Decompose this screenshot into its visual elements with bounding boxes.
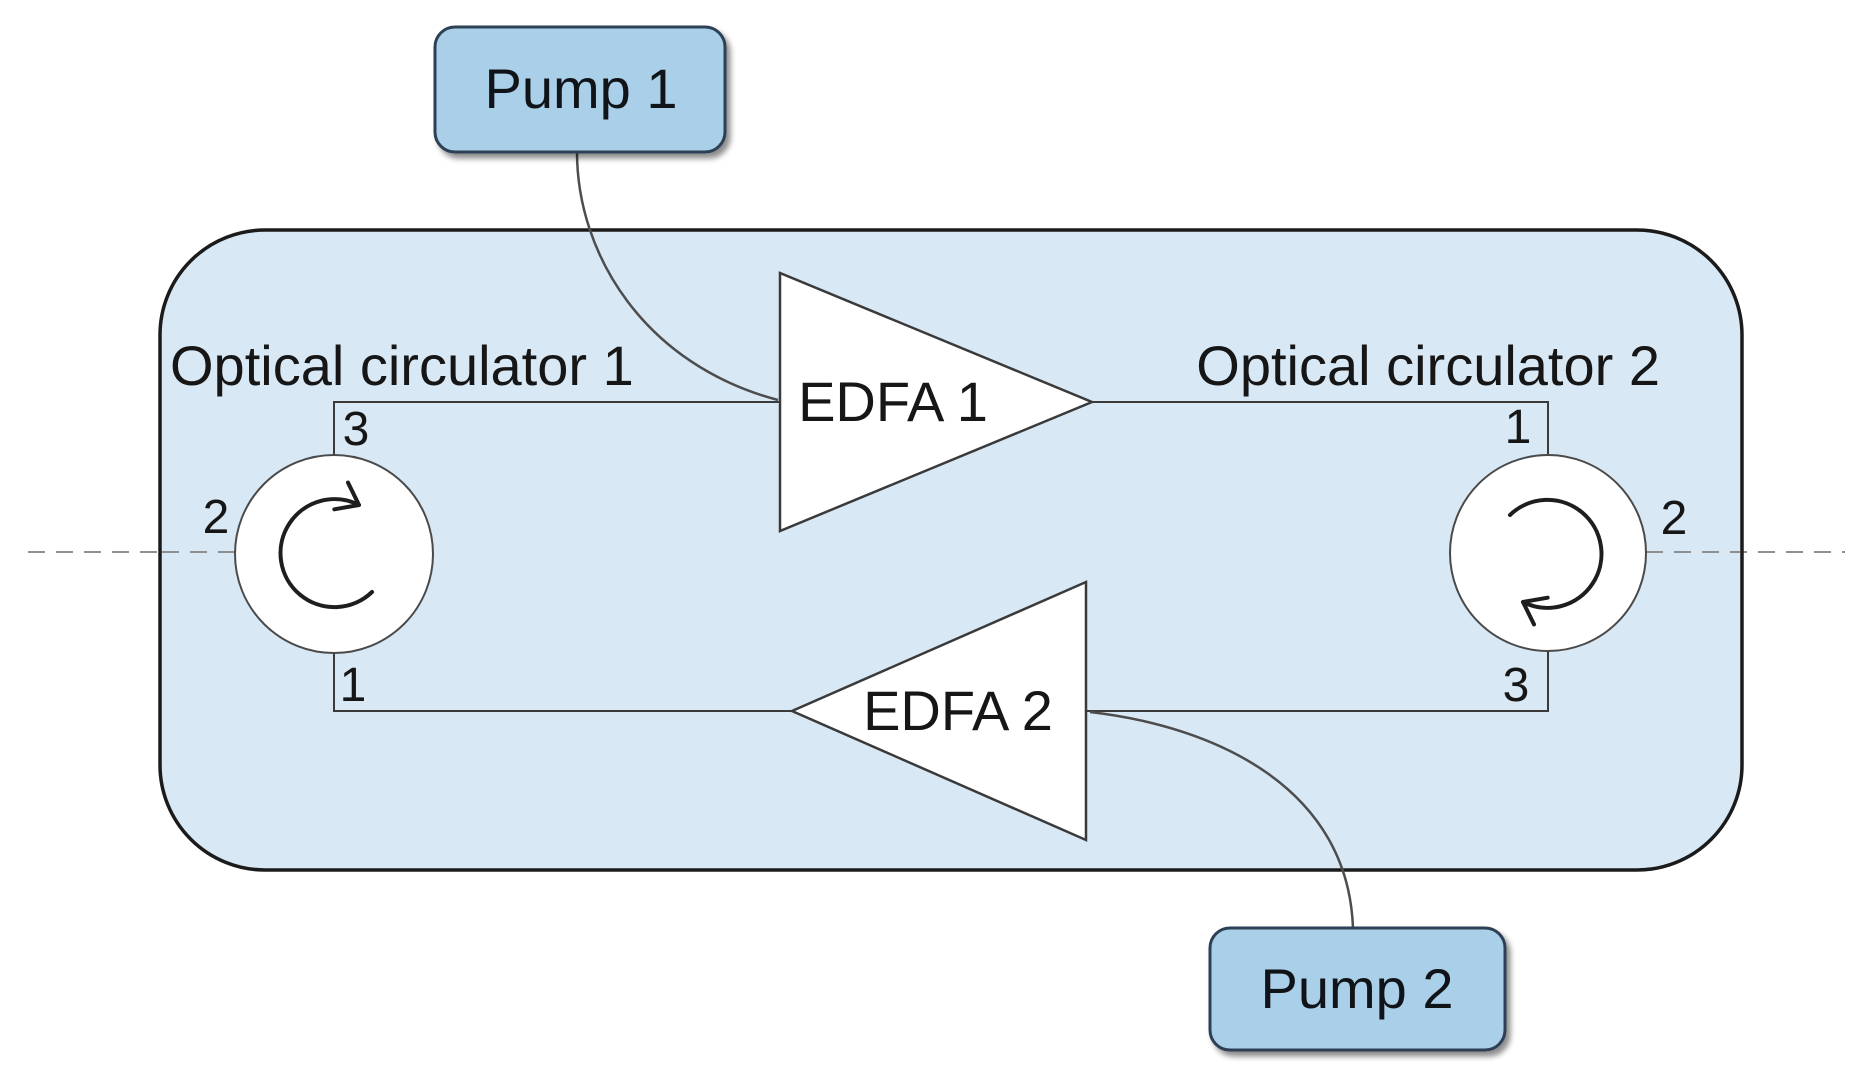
circulator-2-body <box>1449 454 1647 652</box>
edfa-1: EDFA 1 <box>778 271 1096 533</box>
wire-circulator1-port1-to-edfa2 <box>333 653 792 712</box>
pump-2: Pump 2 <box>1208 926 1507 1052</box>
circulator-2-port-3: 3 <box>1503 659 1530 712</box>
pump-2-box <box>1208 926 1507 1052</box>
wire-edfa1-to-circulator2-port1 <box>1092 401 1549 455</box>
edfa-2-triangle <box>788 580 1088 842</box>
circulator-2-port-2: 2 <box>1661 492 1688 545</box>
edfa-2-label: EDFA 2 <box>863 679 1053 742</box>
edfa-2: EDFA 2 <box>788 580 1088 842</box>
wire-circulator1-port3-to-edfa1 <box>333 401 780 455</box>
circulator-1-body <box>234 454 434 654</box>
edfa-1-label: EDFA 1 <box>798 370 988 433</box>
pump-1-label: Pump 1 <box>485 57 678 120</box>
circulator-2-clockwise-arrow-icon <box>1508 497 1604 627</box>
optical-circulator-2: Optical circulator 2 1 2 3 <box>1196 334 1687 712</box>
circulator-2-label: Optical circulator 2 <box>1196 334 1660 397</box>
pump-1-fiber-curve <box>575 151 779 402</box>
circulator-1-port-3: 3 <box>343 403 370 456</box>
circulator-1-clockwise-arrow-icon <box>278 480 374 610</box>
circulator-2-port-1: 1 <box>1505 401 1532 454</box>
pump-2-label: Pump 2 <box>1261 957 1454 1020</box>
edfa-1-triangle <box>778 271 1096 533</box>
optical-circulator-1: Optical circulator 1 3 2 1 <box>170 334 634 712</box>
pump-1-box <box>433 25 727 154</box>
circulator-1-port-1: 1 <box>340 659 367 712</box>
pump-2-fiber-curve <box>1089 710 1355 929</box>
pump-1: Pump 1 <box>433 25 727 154</box>
circulator-1-port-2: 2 <box>203 491 230 544</box>
circulator-1-label: Optical circulator 1 <box>170 334 634 397</box>
wire-edfa2-to-circulator2-port3 <box>1086 651 1549 712</box>
